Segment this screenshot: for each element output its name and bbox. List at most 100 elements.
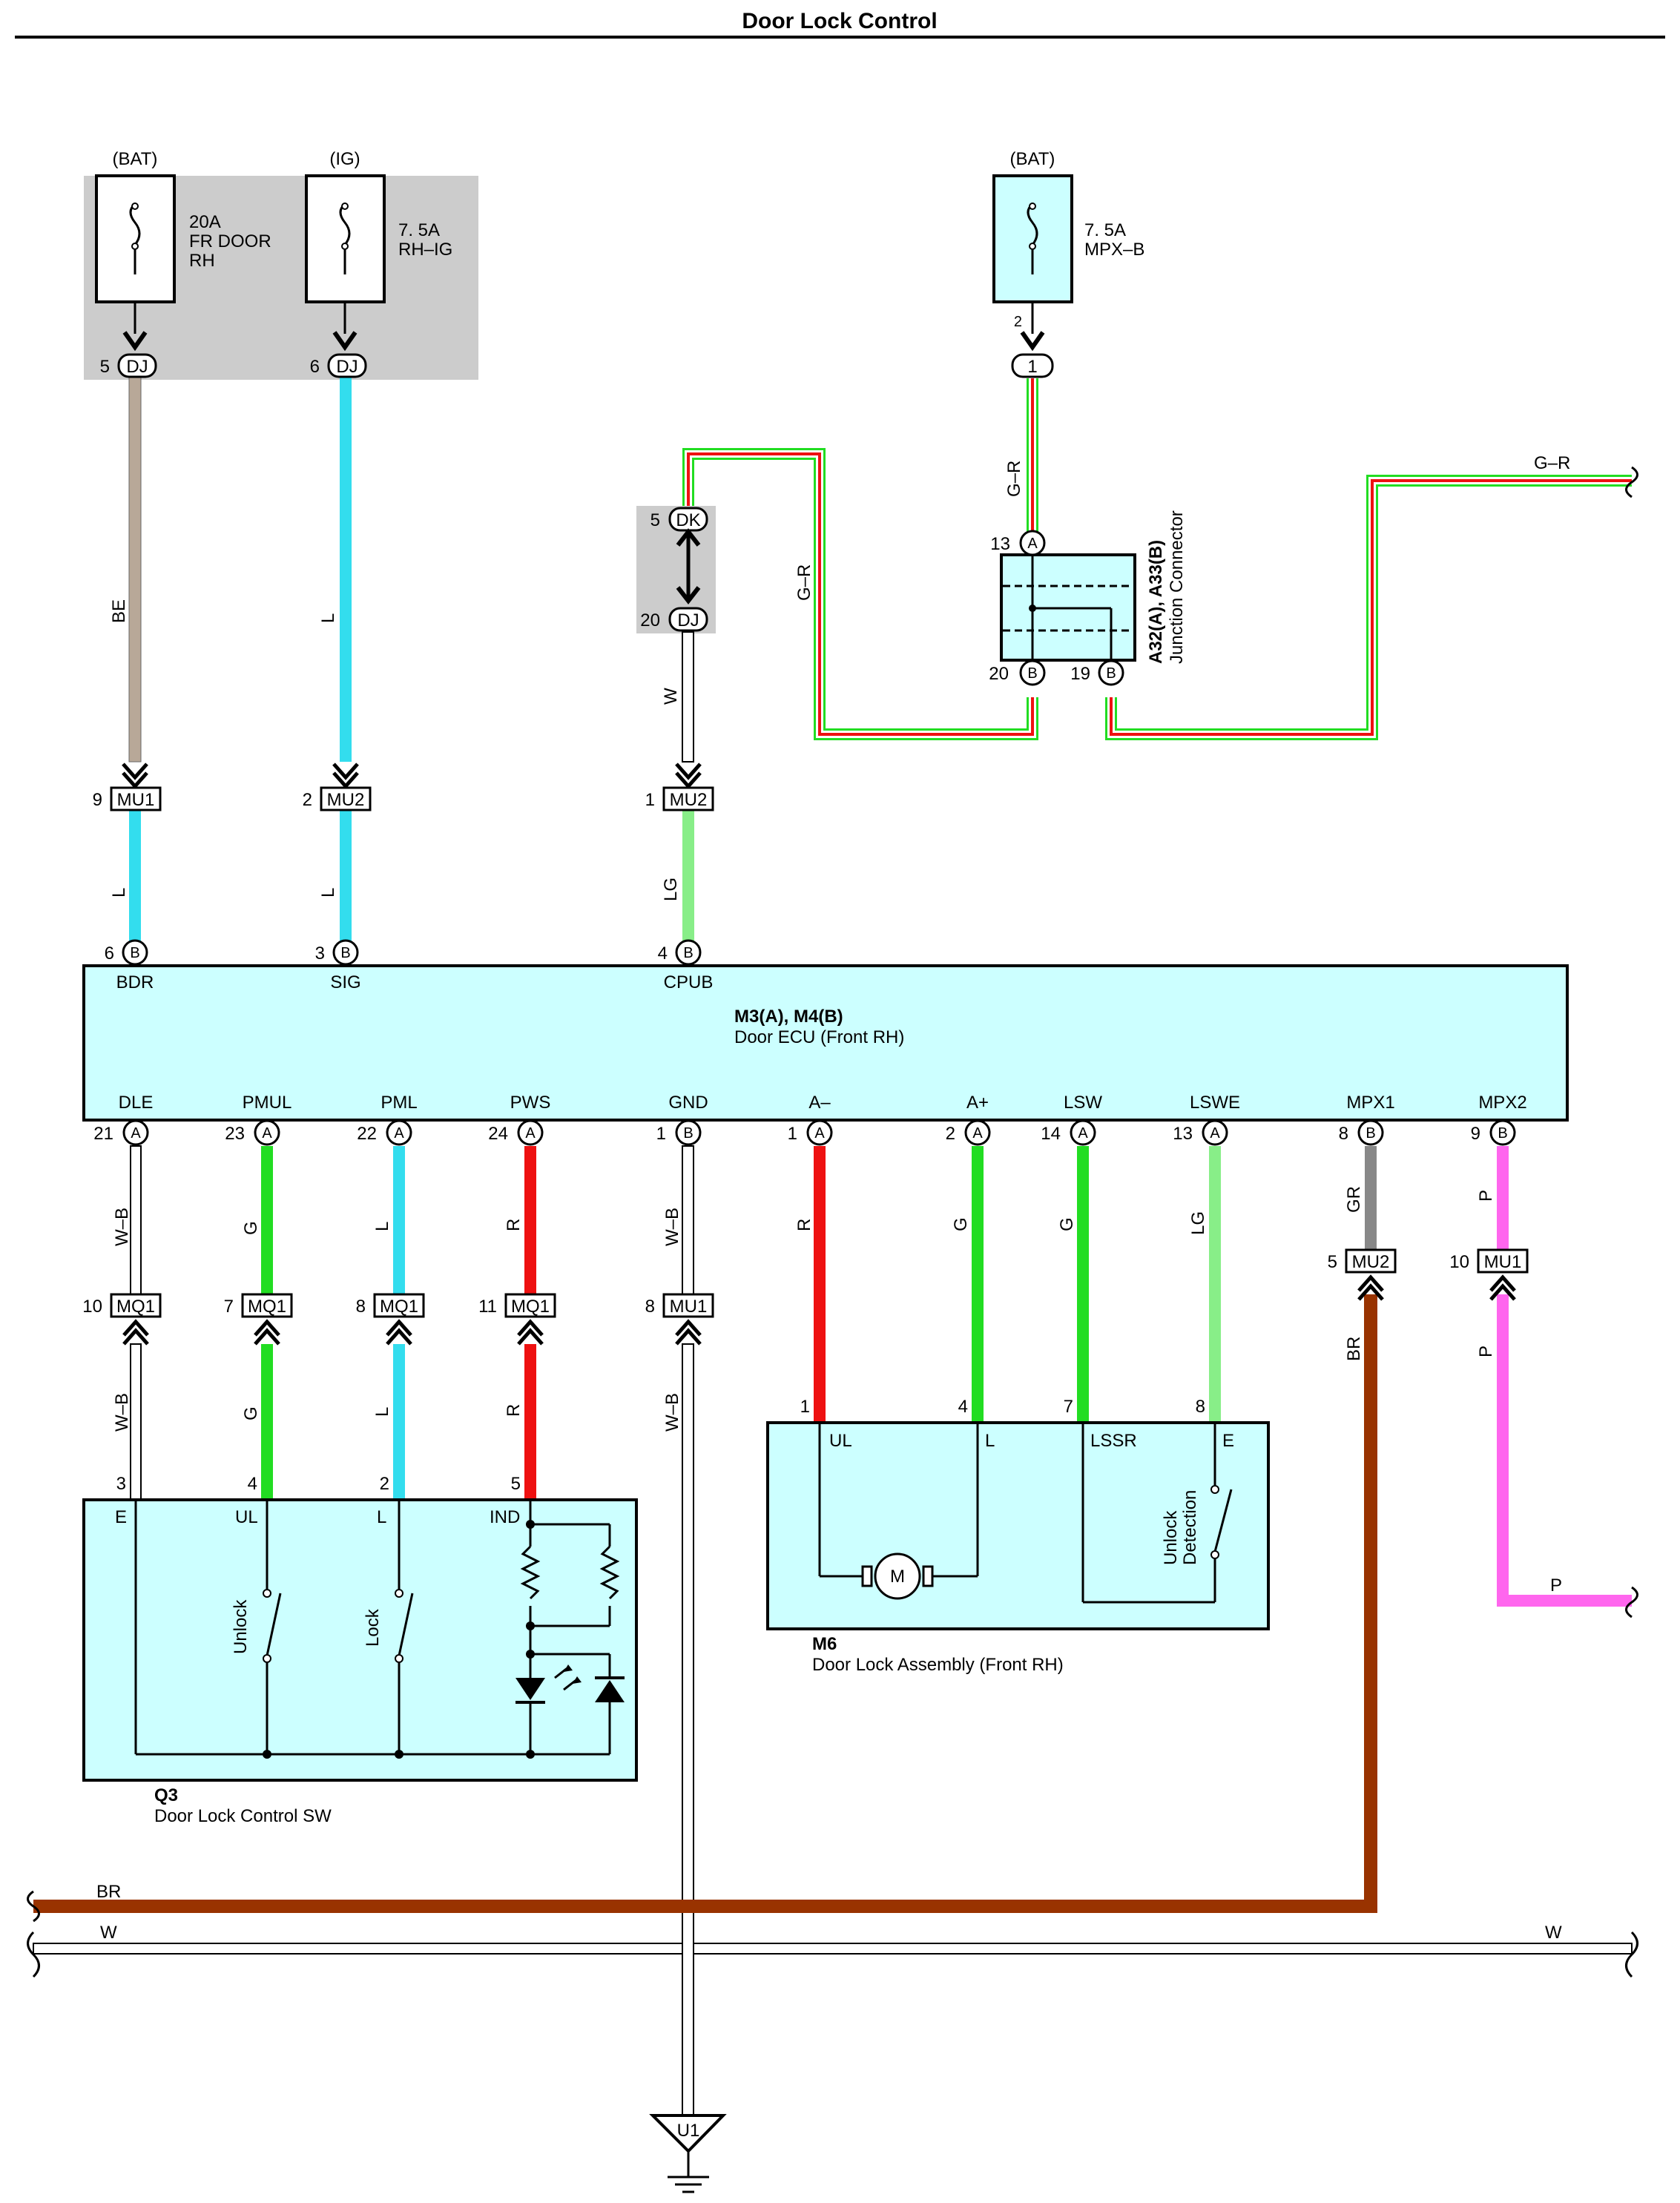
break-symbol xyxy=(27,1931,40,1978)
pin-label: 5 xyxy=(100,357,110,377)
connector-mq1-label: MQ1 xyxy=(511,1297,550,1317)
q3-term: E xyxy=(115,1507,127,1527)
ecu-term: GND xyxy=(668,1093,708,1113)
fuse-rh-ig-amp: 7. 5A xyxy=(398,220,440,240)
m6-desc: Door Lock Assembly (Front RH) xyxy=(812,1655,1064,1675)
wire-wb-dle xyxy=(130,1145,142,1304)
wire-label: R xyxy=(504,1219,524,1231)
ecu-term: PWS xyxy=(510,1093,551,1113)
wire-lg-lswe xyxy=(1209,1146,1221,1422)
wire-label-gr: G–R xyxy=(794,564,814,601)
wire-label-gr: G–R xyxy=(1004,461,1024,497)
connector-mu1-label: MU1 xyxy=(117,790,155,810)
connector-dj xyxy=(668,607,708,632)
wire-gr-mpx1 xyxy=(1365,1146,1377,1250)
pin-label: 20 xyxy=(989,664,1009,684)
motor-icon xyxy=(874,1552,921,1600)
pin-label: 2 xyxy=(303,790,312,810)
wire-w-cross-gap xyxy=(682,1943,694,1955)
pin-label: 7 xyxy=(1064,1397,1073,1417)
ecu-term: MPX2 xyxy=(1478,1093,1526,1113)
pin-label: 22 xyxy=(357,1124,377,1144)
fuse-mpx-name: MPX–B xyxy=(1084,240,1144,260)
pin-label: 1 xyxy=(656,1124,666,1144)
pin-label: 8 xyxy=(356,1297,366,1317)
wire-label: W–B xyxy=(112,1208,132,1246)
wire-g-pmul xyxy=(261,1146,273,1303)
pin-b: B xyxy=(340,945,350,961)
ecu-term: LSWE xyxy=(1190,1093,1240,1113)
pin-b: B xyxy=(1106,665,1116,682)
connector-mu1-label: MU1 xyxy=(670,1297,708,1317)
q3-desc: Door Lock Control SW xyxy=(154,1806,332,1826)
wire-gr-group xyxy=(682,378,1632,740)
wire-g-lsw xyxy=(1077,1146,1089,1422)
q3-name: Q3 xyxy=(154,1785,178,1805)
pin-label: 10 xyxy=(82,1297,102,1317)
pin-label: 1 xyxy=(788,1124,797,1144)
pin-label: 8 xyxy=(645,1297,655,1317)
wire-w-horizontal xyxy=(33,1943,1633,1955)
pin-label: 14 xyxy=(1041,1124,1061,1144)
wire-br xyxy=(33,1294,1377,1913)
junction-name: A32(A), A33(B) xyxy=(1146,540,1166,664)
lower-wire-labels: W–B G L R W–B R G G LG GR P W–B G L R W–… xyxy=(96,1186,1562,1943)
pin-label: 9 xyxy=(1471,1124,1480,1144)
pin-a: A xyxy=(1027,536,1038,552)
bat1-label: (BAT) xyxy=(113,149,158,169)
ecu-term-sig: SIG xyxy=(330,972,360,992)
connector-mu2-label: MU2 xyxy=(327,790,365,810)
q3-internal-circuit xyxy=(134,1500,625,1759)
connector-mq1-label: MQ1 xyxy=(116,1297,155,1317)
fuse-mpx-b xyxy=(992,174,1073,303)
junction-desc: Junction Connector xyxy=(1167,510,1187,664)
pin-label: 7 xyxy=(224,1297,234,1317)
pin-label: 8 xyxy=(1196,1397,1205,1417)
connector-dj xyxy=(327,353,367,378)
wire-label-lg: LG xyxy=(661,877,681,901)
wire-w-cpub xyxy=(682,631,694,763)
wire-label: P xyxy=(1476,1190,1496,1202)
break-symbol xyxy=(1625,1931,1638,1978)
connector-dj-label: DJ xyxy=(677,610,699,630)
pin-label: 5 xyxy=(1328,1252,1337,1272)
wire-g-aplus xyxy=(972,1146,984,1422)
wire-label: L xyxy=(372,1222,392,1231)
pin-label: 9 xyxy=(93,790,102,810)
wire-label: P xyxy=(1550,1575,1562,1596)
pin-label: 11 xyxy=(478,1297,497,1317)
junction-pin-20 xyxy=(1019,659,1046,686)
fuse-mpx-amp: 7. 5A xyxy=(1084,220,1126,240)
pin-label: 2 xyxy=(946,1124,955,1144)
lock-switch-label: Lock xyxy=(363,1608,383,1647)
pin-a: A xyxy=(1078,1125,1088,1142)
wire-label: R xyxy=(504,1404,524,1417)
pin-b: B xyxy=(1027,665,1037,682)
pin-a: A xyxy=(262,1125,272,1142)
pin-label: 2 xyxy=(1014,314,1022,330)
ig-label: (IG) xyxy=(329,149,360,169)
mu-arrows xyxy=(122,763,702,789)
wire-label-l: L xyxy=(109,888,129,898)
connector-dk-label: DK xyxy=(676,510,700,530)
wire-label-l: L xyxy=(318,613,338,623)
pin-label: 1 xyxy=(800,1397,810,1417)
wire-label: W–B xyxy=(112,1393,132,1432)
m6-term: E xyxy=(1222,1431,1234,1451)
wire-p-mpx2-lower xyxy=(1497,1294,1632,1607)
wire-l-sig-lower xyxy=(340,810,352,951)
pin-b: B xyxy=(1366,1125,1375,1142)
fuse-fr-door-name: FR DOOR xyxy=(189,231,271,251)
wire-p-mpx2 xyxy=(1497,1146,1509,1250)
pin-a: A xyxy=(131,1125,141,1142)
fuse-rh-ig xyxy=(305,174,386,303)
m6-internal-circuit xyxy=(818,1423,1233,1604)
wire-label: W–B xyxy=(662,1393,682,1432)
wire-label: W xyxy=(100,1923,117,1943)
pin-label: 3 xyxy=(315,944,325,964)
ecu-desc: Door ECU (Front RH) xyxy=(734,1027,904,1047)
pin-b: B xyxy=(683,945,693,961)
pin-label: 3 xyxy=(116,1474,126,1494)
m6-term: L xyxy=(985,1431,995,1451)
